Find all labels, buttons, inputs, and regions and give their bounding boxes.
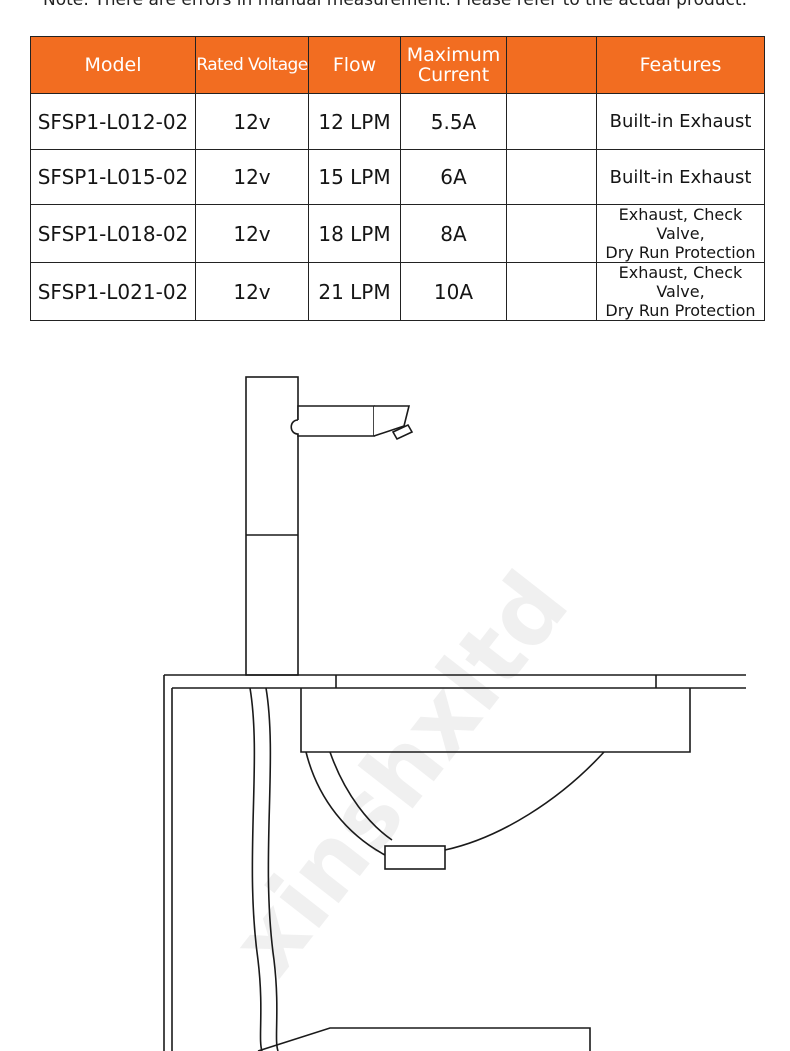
cell-current: 6A [400, 149, 507, 205]
spout-end [373, 405, 411, 437]
faucet-spout [290, 405, 375, 437]
cell-voltage: 12v [195, 93, 309, 150]
cell-blank [506, 262, 597, 321]
spout-nozzle-icon [391, 423, 414, 441]
faucet-column [245, 376, 299, 676]
features-line1: Built-in Exhaust [609, 166, 752, 188]
cell-current: 8A [400, 204, 507, 263]
header-current-line1: Maximum [406, 44, 501, 66]
header-features: Features [596, 36, 765, 94]
drain-curve-outer [305, 751, 386, 856]
basin-body [300, 688, 691, 753]
features-line1: Built-in Exhaust [609, 111, 752, 132]
supply-pipe-right [265, 687, 279, 1051]
cell-features: Built-in Exhaust [596, 149, 765, 205]
cell-model: SFSP1-L012-02 [30, 93, 196, 150]
table-row: SFSP1-L018-02 12v 18 LPM 8A Exhaust, Che… [30, 204, 765, 263]
header-rated-voltage: Rated Voltage [195, 36, 309, 94]
cell-model: SFSP1-L018-02 [30, 204, 196, 263]
cell-features: Exhaust, Check Valve,Dry Run Protection [596, 204, 765, 263]
header-model: Model [30, 36, 196, 94]
features-line2: Dry Run Protection [605, 301, 756, 320]
supply-pipe-left [249, 687, 263, 1051]
basin-curve [444, 751, 605, 851]
table-row: SFSP1-L021-02 12v 21 LPM 10A Exhaust, Ch… [30, 262, 765, 321]
cell-voltage: 12v [195, 204, 309, 263]
cell-model: SFSP1-L021-02 [30, 262, 196, 321]
cell-flow: 18 LPM [308, 204, 401, 263]
features-line2: Dry Run Protection [605, 243, 756, 262]
drain-curve-inner [329, 751, 393, 841]
cell-flow: 12 LPM [308, 93, 401, 150]
table-row: SFSP1-L012-02 12v 12 LPM 5.5A Built-in E… [30, 93, 765, 150]
header-current-line2: Current [417, 64, 490, 86]
cell-current: 10A [400, 262, 507, 321]
cell-blank [506, 149, 597, 205]
cabinet-shelf [257, 1027, 591, 1051]
features-line1: Exhaust, Check Valve, [618, 205, 743, 243]
cell-blank [506, 204, 597, 263]
pump-unit [384, 845, 446, 870]
header-flow: Flow [308, 36, 401, 94]
features-line1: Exhaust, Check Valve, [618, 263, 743, 301]
measurement-note: Note: There are errors in manual measure… [43, 0, 747, 10]
cell-voltage: 12v [195, 262, 309, 321]
cell-voltage: 12v [195, 149, 309, 205]
cell-features: Built-in Exhaust [596, 93, 765, 150]
header-blank [506, 36, 597, 94]
cell-features: Exhaust, Check Valve,Dry Run Protection [596, 262, 765, 321]
cell-flow: 21 LPM [308, 262, 401, 321]
